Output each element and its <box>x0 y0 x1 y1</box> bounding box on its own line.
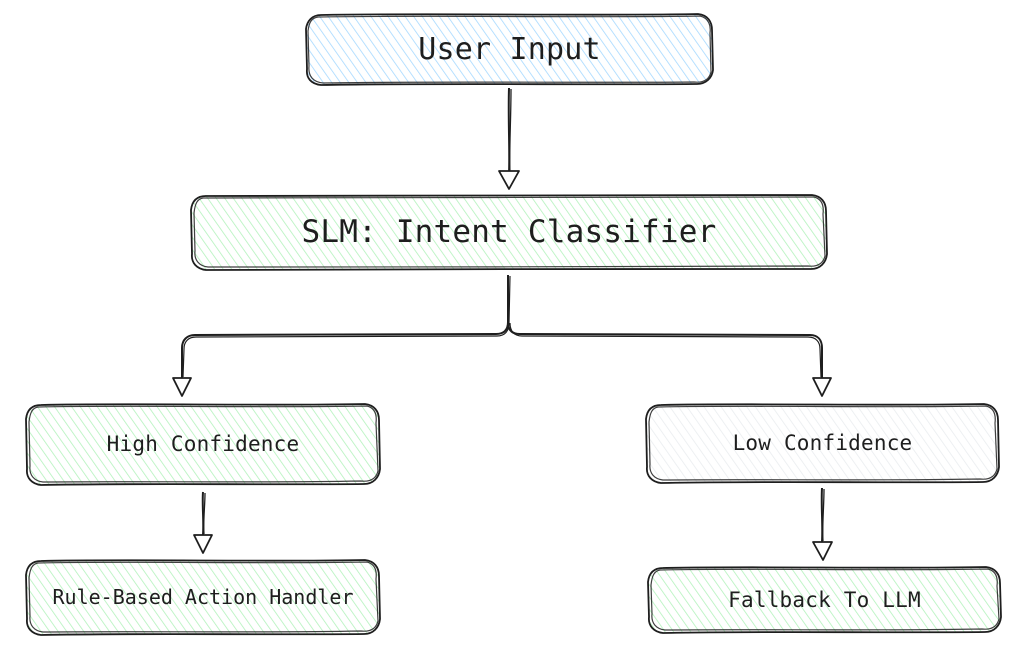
edge-classifier-to-high <box>172 275 511 397</box>
fallback-llm-label: Fallback To LLM <box>728 587 921 612</box>
node-intent-classifier <box>190 194 828 271</box>
user-input-label: User Input <box>418 31 601 67</box>
node-user-input <box>305 13 714 86</box>
rule-based-handler-label: Rule-Based Action Handler <box>52 585 354 609</box>
edge-low-to-fallback <box>812 487 833 561</box>
node-high-confidence <box>25 403 381 486</box>
high-confidence-label: High Confidence <box>106 432 300 456</box>
edge-high-to-rule-handler <box>193 491 213 554</box>
node-low-confidence <box>645 403 1000 484</box>
low-confidence-label: Low Confidence <box>732 431 913 455</box>
edge-classifier-to-low <box>507 321 832 397</box>
edge-user-input-to-classifier <box>498 87 520 190</box>
node-fallback-llm <box>647 566 1002 634</box>
node-rule-based-handler <box>25 559 381 636</box>
intent-classifier-label: SLM: Intent Classifier <box>301 214 717 250</box>
